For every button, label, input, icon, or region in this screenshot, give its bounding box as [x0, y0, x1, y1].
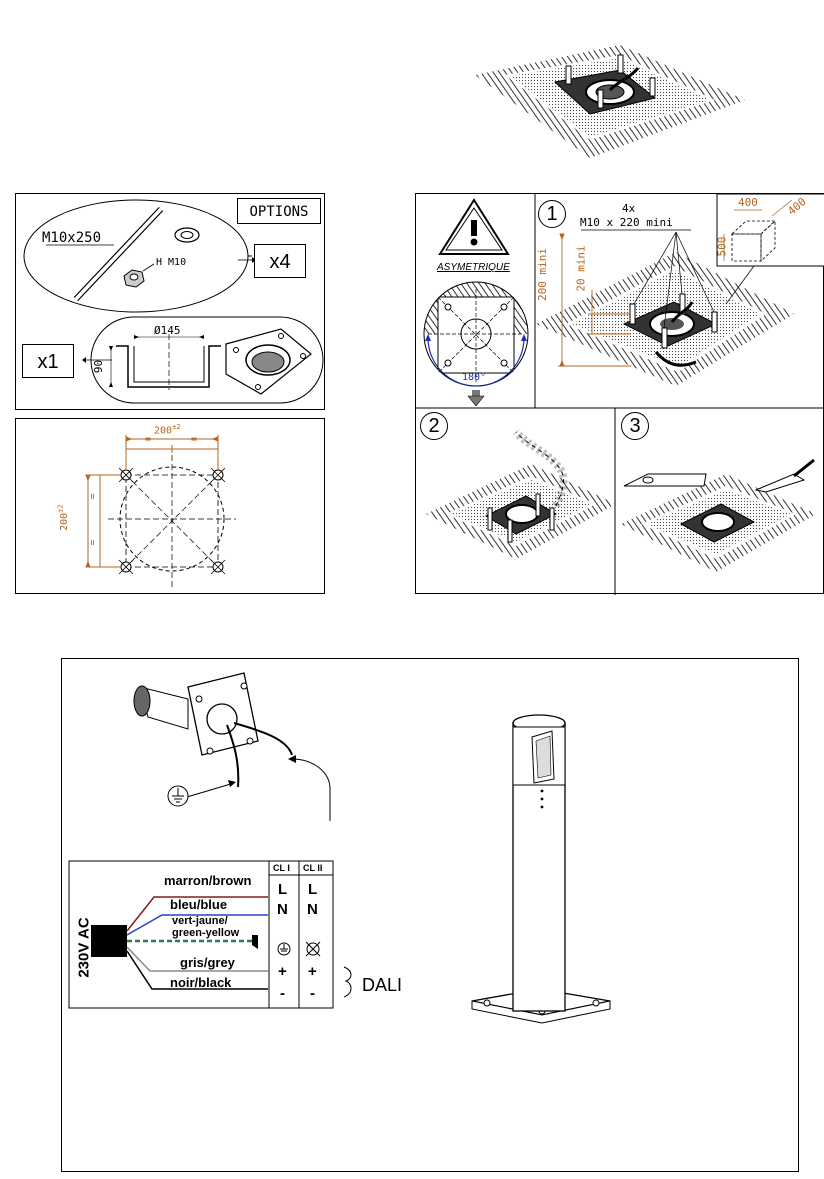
- cl2-minus: -: [310, 985, 315, 1002]
- wire-grey-label: gris/grey: [180, 955, 235, 970]
- wire-ground-label-1: vert-jaune/: [172, 915, 228, 927]
- drilling-template-panel: 200±2 = = 200±2 = =: [15, 418, 325, 594]
- hole-width-1-label: 400: [738, 196, 758, 209]
- hole-depth-label: 500: [715, 236, 729, 257]
- asymmetric-angle-label: 180°: [462, 372, 487, 383]
- template-eq-top: =: [87, 493, 99, 500]
- template-eq-left: =: [145, 434, 152, 445]
- template-width-tol: ±2: [172, 423, 181, 431]
- options-label: OPTIONS: [249, 204, 309, 220]
- rod-label: M10x250: [42, 230, 102, 246]
- step-3-badge: 3: [621, 412, 649, 440]
- col-cl1-header: CL I: [273, 863, 290, 873]
- qty-sleeve-box: x1: [22, 344, 74, 378]
- wire-ground-label-2: green-yellow: [172, 927, 240, 939]
- qty-sleeve-label: x1: [37, 351, 59, 373]
- step-1-badge: 1: [538, 200, 566, 228]
- qty-rods-label: x4: [269, 251, 291, 273]
- installation-panel: ASYMETRIQUE 180° 1 2 3 4x M10 x 220 mini…: [415, 193, 824, 595]
- wire-blue-label: bleu/blue: [170, 897, 228, 912]
- template-width-label: 200±2: [154, 423, 181, 436]
- template-height-value: 200: [58, 512, 70, 531]
- options-drawing: [23, 199, 324, 404]
- qty-rods-box: x4: [254, 244, 306, 278]
- template-width-value: 200: [154, 425, 173, 437]
- voltage-label: 230V AC: [75, 917, 93, 978]
- wiring-panel: 230V AC CL I CL II marron/brown bleu/blu…: [61, 658, 799, 1172]
- cl1-N: N: [277, 901, 288, 918]
- installation-grid-lines: [416, 193, 824, 595]
- template-height-tol: ±2: [56, 504, 65, 513]
- wire-brown-label: marron/brown: [164, 873, 252, 888]
- cl1-plus: +: [278, 963, 287, 980]
- options-panel: OPTIONS M10x250 H M10 x4: [15, 193, 325, 410]
- step-2-badge: 2: [420, 412, 448, 440]
- cl2-N: N: [307, 901, 318, 918]
- asymmetric-warning-label: ASYMETRIQUE: [437, 262, 510, 273]
- sleeve-height-label: 90: [92, 359, 106, 374]
- options-label-box: OPTIONS: [237, 198, 321, 224]
- dali-label: DALI: [362, 975, 403, 995]
- cl2-plus: +: [308, 963, 317, 980]
- sleeve-diameter-label: Ø145: [154, 324, 181, 337]
- wire-black-label: noir/black: [170, 975, 232, 990]
- template-eq-bottom: =: [87, 539, 99, 546]
- col-cl2-header: CL II: [303, 863, 323, 873]
- nut-label: H M10: [156, 257, 187, 268]
- depth-above-label: 20 mini: [574, 245, 588, 292]
- depth-total-label: 200 mini: [535, 248, 549, 301]
- template-height-label: 200±2: [57, 504, 70, 531]
- drilling-template-drawing: [85, 435, 236, 587]
- cl1-L: L: [278, 881, 288, 898]
- top-installed-base-illustration: [470, 40, 750, 160]
- cl2-L: L: [308, 881, 318, 898]
- wiring-drawing: [68, 672, 611, 1024]
- cl1-minus: -: [280, 985, 285, 1002]
- installed-base-drawing: [475, 45, 745, 158]
- rod-spec-label: M10 x 220 mini: [580, 216, 673, 229]
- rod-count-label: 4x: [622, 202, 636, 215]
- template-eq-right: =: [191, 434, 198, 445]
